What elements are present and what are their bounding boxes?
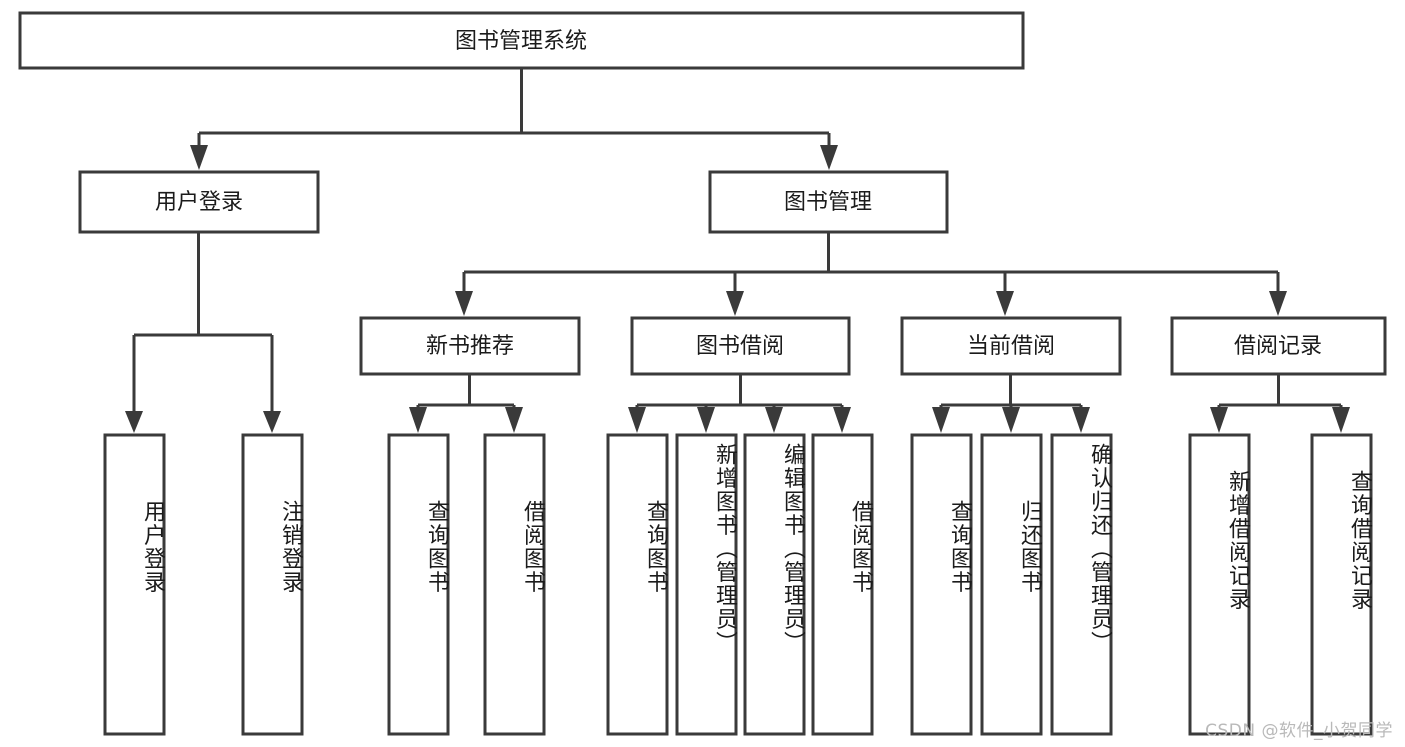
leaf-label-borrow-book-borrow: 借阅图书 <box>848 500 873 594</box>
arrow-head-to-book-borrow <box>726 291 744 316</box>
leaf-node-query-book-borrow[interactable] <box>606 433 669 736</box>
arrow-head-to-leaf-query-book-2 <box>628 407 646 433</box>
arrow-head-to-leaf-borrow-book-2 <box>833 407 851 433</box>
leaf-node-return-book[interactable] <box>980 433 1043 736</box>
arrow-head-to-new-book-rec <box>455 291 473 316</box>
arrow-head-to-book-mgmt <box>820 145 838 170</box>
leaf-node-borrow-book-newbook[interactable] <box>483 433 546 736</box>
leaf-node-borrow-book-borrow[interactable] <box>811 433 874 736</box>
node-label-new-book-recommend: 新书推荐 <box>426 334 514 359</box>
leaf-node-user-login[interactable] <box>103 433 166 736</box>
arrow-head-to-user-login <box>190 145 208 170</box>
node-user-login[interactable]: 用户登录 <box>78 170 320 234</box>
leaf-node-confirm-return-admin[interactable] <box>1050 433 1113 736</box>
node-current-borrow[interactable]: 当前借阅 <box>900 316 1122 376</box>
node-label-current-borrow: 当前借阅 <box>967 334 1055 359</box>
arrow-head-to-leaf-user-login <box>125 411 143 433</box>
leaf-label-query-book-current: 查询图书 <box>947 500 972 594</box>
node-layer: 图书管理系统 用户登录 图书管理 新书推荐 图书借阅 <box>18 11 1387 736</box>
node-root-system[interactable]: 图书管理系统 <box>18 11 1025 70</box>
arrow-head-to-current-borrow <box>996 291 1014 316</box>
arrow-head-to-leaf-return-book <box>1002 407 1020 433</box>
node-label-borrow-record: 借阅记录 <box>1234 334 1322 359</box>
leaf-label-query-book-newbook: 查询图书 <box>424 500 449 594</box>
leaf-node-edit-book-admin[interactable] <box>743 433 806 736</box>
leaf-label-user-login: 用户登录 <box>140 500 165 594</box>
leaf-node-add-book-admin[interactable] <box>675 433 738 736</box>
leaf-label-edit-book-admin: 编辑图书（管理员） <box>780 443 805 655</box>
leaf-node-query-book-newbook[interactable] <box>387 433 450 736</box>
arrow-head-to-leaf-add-book <box>697 407 715 433</box>
node-book-borrow[interactable]: 图书借阅 <box>630 316 851 376</box>
leaf-node-logout[interactable] <box>241 433 304 736</box>
leaf-node-query-borrow-record[interactable] <box>1310 433 1373 736</box>
leaf-label-query-borrow-record: 查询借阅记录 <box>1347 470 1372 611</box>
node-label-user-login: 用户登录 <box>155 190 243 215</box>
leaf-node-add-borrow-record[interactable] <box>1188 433 1251 736</box>
node-borrow-record[interactable]: 借阅记录 <box>1170 316 1387 376</box>
arrow-head-to-leaf-confirm-return <box>1072 407 1090 433</box>
csdn-watermark: CSDN @软件_小贺同学 <box>1205 721 1393 741</box>
arrow-head-to-leaf-logout <box>263 411 281 433</box>
leaf-label-return-book: 归还图书 <box>1017 500 1042 594</box>
node-label-root-system: 图书管理系统 <box>455 29 587 54</box>
arrow-head-to-borrow-record <box>1269 291 1287 316</box>
node-label-book-borrow: 图书借阅 <box>696 334 784 359</box>
arrow-head-to-leaf-query-book-1 <box>409 407 427 433</box>
leaf-label-add-book-admin: 新增图书（管理员） <box>712 443 737 655</box>
arrow-head-to-leaf-borrow-book-1 <box>505 407 523 433</box>
node-book-management[interactable]: 图书管理 <box>708 170 949 234</box>
leaf-node-query-book-current[interactable] <box>910 433 973 736</box>
leaf-label-confirm-return-admin: 确认归还（管理员） <box>1087 443 1112 655</box>
connector-layer <box>125 68 1350 433</box>
arrow-head-to-leaf-edit-book <box>765 407 783 433</box>
node-new-book-recommend[interactable]: 新书推荐 <box>359 316 581 376</box>
leaf-label-query-book-borrow: 查询图书 <box>643 500 668 594</box>
arrow-head-to-leaf-add-record <box>1210 407 1228 433</box>
leaf-label-add-borrow-record: 新增借阅记录 <box>1225 470 1250 611</box>
node-label-book-management: 图书管理 <box>784 190 872 215</box>
leaf-label-borrow-book-newbook: 借阅图书 <box>520 500 545 594</box>
leaf-label-logout: 注销登录 <box>278 500 303 594</box>
arrow-head-to-leaf-query-book-3 <box>932 407 950 433</box>
arrow-head-to-leaf-query-record <box>1332 407 1350 433</box>
